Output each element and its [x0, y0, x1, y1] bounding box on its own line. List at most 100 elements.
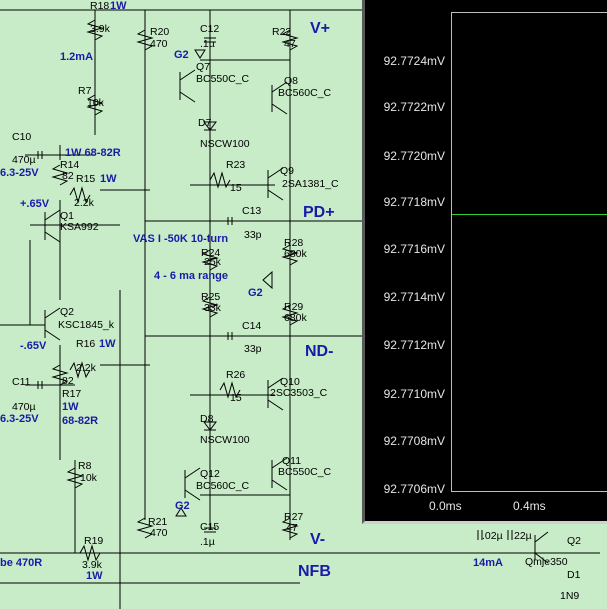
trace-line[interactable]: [452, 213, 607, 215]
label-R28: R28: [284, 237, 303, 249]
y-tick-label: 92.7722mV: [383, 100, 445, 114]
label-C11: C11: [12, 376, 31, 388]
label-R18: R18: [90, 0, 109, 12]
label-Q2-right: Q2: [567, 535, 581, 547]
label-R15-value: 2.2k: [74, 197, 95, 209]
plot-area[interactable]: [451, 12, 607, 492]
label-Q8-part: BC560C_C: [278, 87, 332, 99]
annotation-1W-68-82R: 1W 68-82R: [65, 147, 121, 159]
label-R14-value: 82: [62, 170, 74, 182]
label-C11-value: 470µ: [12, 401, 36, 413]
label-R21: R21: [148, 516, 167, 528]
label-R25: R25: [201, 291, 220, 303]
y-tick-label: 92.7710mV: [383, 387, 445, 401]
annotation-plus-065V: +.65V: [20, 198, 50, 210]
label-R26: R26: [226, 369, 245, 381]
label-R23: R23: [226, 159, 245, 171]
label-Q7: Q7: [196, 61, 210, 73]
label-R23-value: 15: [230, 182, 242, 194]
waveform-viewer-window[interactable]: 92.7724mV 92.7722mV 92.7720mV 92.7718mV …: [362, 0, 607, 524]
label-1N9-right: 1N9: [560, 590, 579, 602]
label-D1-right: D1: [567, 569, 581, 581]
transistor-symbols: [44, 69, 549, 564]
resistor-symbols: [51, 19, 299, 562]
label-R19: R19: [84, 535, 103, 547]
label-C14: C14: [242, 320, 261, 332]
label-Q12-part: BC560C_C: [196, 480, 250, 492]
label-C12-value: .1µ: [200, 38, 215, 50]
label-R16-value: 2.2k: [76, 362, 97, 374]
capacitor-symbols: [37, 37, 513, 540]
label-Q2: Q2: [60, 306, 74, 318]
label-R19-watt: 1W: [86, 570, 103, 582]
label-Q12: Q12: [200, 468, 220, 480]
label-R26-value: 15: [230, 392, 242, 404]
label-Q1-part: KSA992: [60, 221, 99, 233]
label-Q11: Q11: [282, 455, 301, 467]
diode-symbols: [203, 121, 217, 431]
label-C10-value: 470µ: [12, 154, 36, 166]
label-C13: C13: [242, 205, 261, 217]
label-R29: R29: [284, 301, 303, 313]
label-Q2-part: KSC1845_k: [58, 319, 115, 331]
label-C14-value: 33p: [244, 343, 262, 355]
label-R29-value: 680k: [284, 312, 308, 324]
label-Qmje350: Qmje350: [525, 556, 568, 568]
label-C15: C15: [200, 521, 219, 533]
label-D7: D7: [198, 117, 212, 129]
y-tick-label: 92.7718mV: [383, 195, 445, 209]
label-R19-value: 3.9k: [82, 559, 103, 571]
label-R16-watt: 1W: [99, 338, 116, 350]
net-label-nfb[interactable]: NFB: [298, 563, 331, 580]
annotation-vas-current: VAS I -50K 10-turn: [133, 233, 228, 245]
label-C10: C10: [12, 131, 31, 143]
label-R28-value: 680k: [284, 248, 308, 260]
annotation-range: 4 - 6 ma range: [154, 270, 228, 282]
label-R7-value: 10k: [87, 97, 105, 109]
label-R17: R17: [62, 388, 81, 400]
net-label-ndminus[interactable]: ND-: [305, 343, 333, 360]
label-R8: R8: [78, 460, 92, 472]
label-C13-value: 33p: [244, 229, 262, 241]
y-tick-label: 92.7714mV: [383, 290, 445, 304]
label-R8-value: 10k: [80, 472, 98, 484]
annotation-1W-R17: 1W: [62, 401, 79, 413]
label-cap-02u: .02µ: [482, 530, 503, 542]
label-Q9: Q9: [280, 165, 294, 177]
label-Q7-part: BC550C_C: [196, 73, 250, 85]
label-R18-value: 3.9k: [90, 23, 111, 35]
label-R21-value: 470: [150, 527, 168, 539]
y-tick-label: 92.7716mV: [383, 242, 445, 256]
y-tick-label: 92.7724mV: [383, 54, 445, 68]
label-R22-value: 47: [284, 38, 296, 50]
label-Q9-part: 2SA1381_C: [282, 178, 339, 190]
net-label-vminus[interactable]: V-: [310, 531, 325, 548]
label-C11-rating: 6.3-25V: [0, 413, 39, 425]
label-R16: R16: [76, 338, 95, 350]
label-R20: R20: [150, 26, 169, 38]
x-tick-label: 0.0ms: [429, 499, 462, 513]
x-tick-label: 0.4ms: [513, 499, 546, 513]
y-tick-label: 92.7706mV: [383, 482, 445, 496]
label-Q10-part: 2SC3503_C: [270, 387, 328, 399]
net-label-pdplus[interactable]: PD+: [303, 204, 335, 221]
label-C10-rating: 6.3-25V: [0, 167, 39, 179]
annotation-minus-065V: -.65V: [20, 340, 47, 352]
label-G2-top: G2: [174, 49, 189, 61]
label-G2-bottom: G2: [175, 500, 190, 512]
y-tick-label: 92.7720mV: [383, 149, 445, 163]
label-R27-value: 47: [286, 522, 298, 534]
label-C15-value: .1µ: [200, 536, 215, 548]
label-R20-value: 470: [150, 38, 168, 50]
net-label-vplus[interactable]: V+: [310, 20, 330, 37]
label-R17-value: 82: [62, 375, 74, 387]
label-Q11-part: BC550C_C: [278, 466, 332, 478]
ground-symbols: [175, 49, 273, 517]
label-R25-value: 33k: [204, 302, 222, 314]
label-R15: R15: [76, 173, 95, 185]
label-G2-mid: G2: [248, 287, 263, 299]
label-cap-22u: 22µ: [514, 530, 532, 542]
label-Q8: Q8: [284, 75, 298, 87]
annotation-14mA: 14mA: [473, 557, 503, 569]
